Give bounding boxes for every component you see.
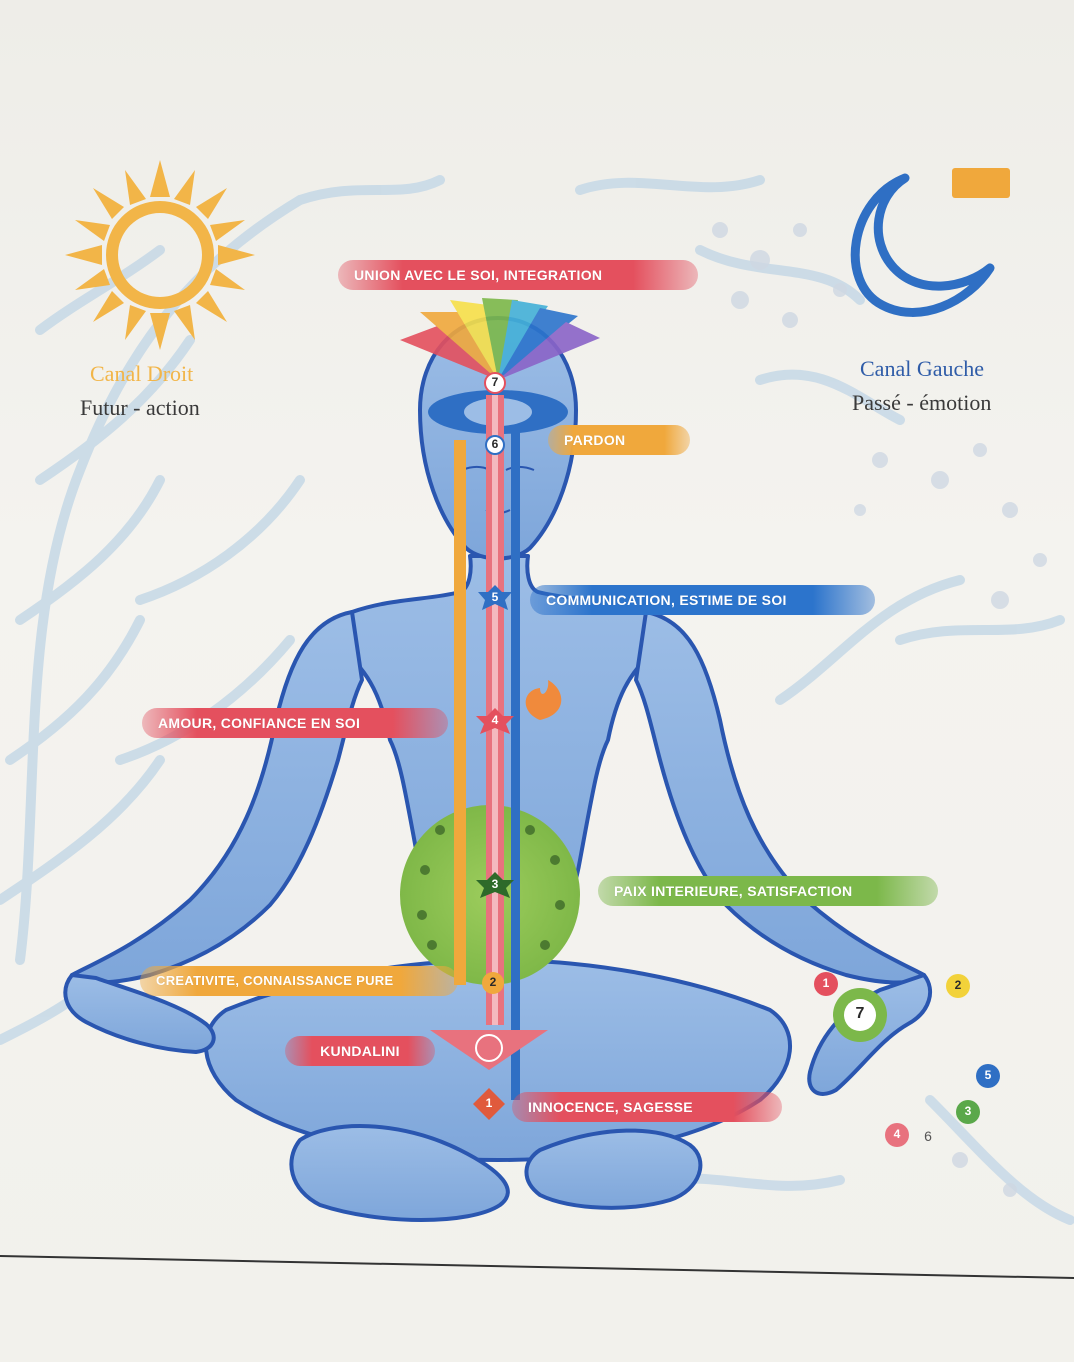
chakra-7-marker [484,372,506,394]
label-chakra-7: UNION AVEC LE SOI, INTEGRATION [338,260,698,290]
chakra-2-number: 2 [489,975,497,989]
chakra-3-number: 3 [491,877,499,891]
right-channel [454,440,466,985]
canal-right-name: Canal Droit [90,361,194,386]
crown-flame [400,298,600,380]
label-chakra-6: PARDON [548,425,690,455]
hand-number-7: 7 [855,1005,865,1022]
sun-icon [65,160,255,350]
label-chakra-5: COMMUNICATION, ESTIME DE SOI [530,585,875,615]
bottom-rule [0,1255,1074,1279]
hand-number-1: 1 [822,976,830,990]
hand-number-6: 6 [924,1128,932,1144]
chakra-4-number: 4 [491,713,499,727]
chakra-6-marker [485,435,505,455]
label-chakra-2: CREATIVITE, CONNAISSANCE PURE [140,966,458,996]
void-dots [417,825,565,950]
chakra-2-marker [482,972,504,994]
hand-number-4: 4 [893,1127,901,1141]
label-kundalini: KUNDALINI [285,1036,435,1066]
chakra-markers [430,372,548,1120]
label-chakra-4: AMOUR, CONFIANCE EN SOI [142,708,448,738]
chakra-1-marker [473,1088,505,1120]
chakra-6-number: 6 [491,437,499,451]
corner-tag [952,168,1010,198]
left-channel [511,430,520,1100]
moon-icon [850,173,995,317]
chakra-7-number: 7 [491,375,499,389]
hand-number-2: 2 [954,978,962,992]
canal-right-desc: Futur - action [80,395,200,420]
hand-chakras [814,972,1000,1147]
canal-left-desc: Passé - émotion [852,390,992,415]
kundalini-spiral [475,1034,503,1062]
label-chakra-3: PAIX INTERIEURE, SATISFACTION [598,876,938,906]
chakra-5-marker [478,585,512,610]
kundalini-triangle [430,1030,548,1070]
background-dots [712,222,1047,1197]
chakra-1-number: 1 [485,1096,493,1110]
label-chakra-1: INNOCENCE, SAGESSE [512,1092,782,1122]
chakra-5-number: 5 [491,590,499,604]
chakra-3-marker [476,872,514,898]
hand-number-5: 5 [984,1068,992,1082]
hand-number-3: 3 [964,1104,972,1118]
canal-left-name: Canal Gauche [860,356,984,381]
chakra-4-marker [476,708,514,734]
heart-flame-icon [525,680,562,720]
